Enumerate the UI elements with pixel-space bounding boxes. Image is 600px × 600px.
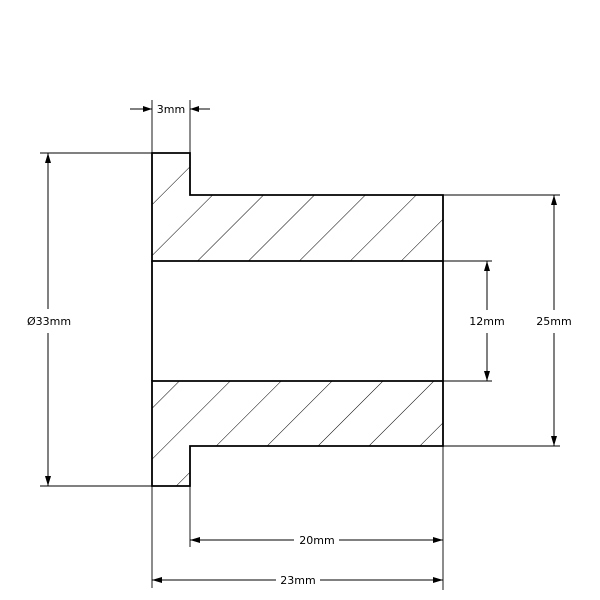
body-length-label: 20mm — [299, 534, 334, 547]
outer-diameter-label: Ø33mm — [27, 315, 71, 328]
dim-outer-diameter: Ø33mm — [27, 152, 152, 487]
section-upper — [151, 152, 444, 262]
section-lower — [151, 380, 444, 487]
dim-bore-diameter: 12mm — [443, 260, 505, 382]
bore-diameter-label: 12mm — [469, 315, 504, 328]
flange-thickness-label: 3mm — [157, 103, 185, 116]
dim-body-length: 20mm — [189, 446, 444, 590]
dim-body-diameter: 25mm — [443, 194, 572, 447]
dim-total-length: 23mm — [151, 486, 443, 588]
dim-flange-thickness: 3mm — [130, 100, 210, 153]
total-length-label: 23mm — [280, 574, 315, 587]
body-diameter-label: 25mm — [536, 315, 571, 328]
